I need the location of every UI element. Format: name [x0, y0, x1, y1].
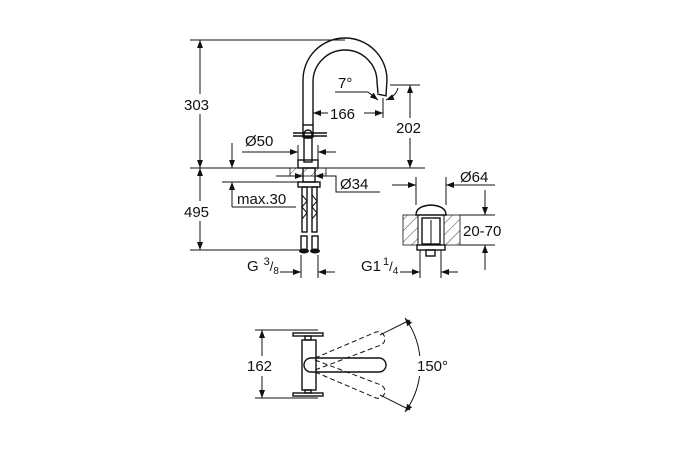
dim-7-degrees: 7°: [338, 75, 352, 92]
dim-162: 162: [247, 358, 272, 375]
dim-495: 495: [184, 204, 209, 221]
spout-inner: [312, 49, 379, 125]
dim-303: 303: [184, 97, 209, 114]
dim-max-30: max.30: [237, 191, 286, 208]
dim-20-70: 20-70: [463, 223, 501, 240]
spout-swing-down: [314, 359, 386, 399]
counter-hatch: [289, 167, 327, 177]
hose-right: [311, 186, 318, 233]
dim-202: 202: [396, 120, 421, 137]
dim-diameter-34: Ø34: [340, 176, 368, 193]
hose-left: [301, 186, 308, 233]
valve-body: [302, 124, 314, 138]
dim-150-degrees: 150°: [417, 358, 448, 375]
spout-outer: [302, 37, 388, 125]
faucet-stem: [303, 137, 313, 163]
mounting-nut: [297, 181, 321, 188]
faucet-base: [297, 159, 319, 169]
side-view: 303 495 202 166: [180, 37, 428, 278]
dim-diameter-50: Ø50: [245, 133, 273, 150]
dim-diameter-64: Ø64: [460, 169, 488, 186]
dim-166: 166: [330, 106, 355, 123]
spout-outlet: [376, 93, 388, 97]
spout-swing-up: [314, 331, 386, 371]
spout-lever: [303, 357, 387, 373]
top-view: 162 150°: [245, 317, 461, 413]
waste-cap: [415, 204, 447, 216]
